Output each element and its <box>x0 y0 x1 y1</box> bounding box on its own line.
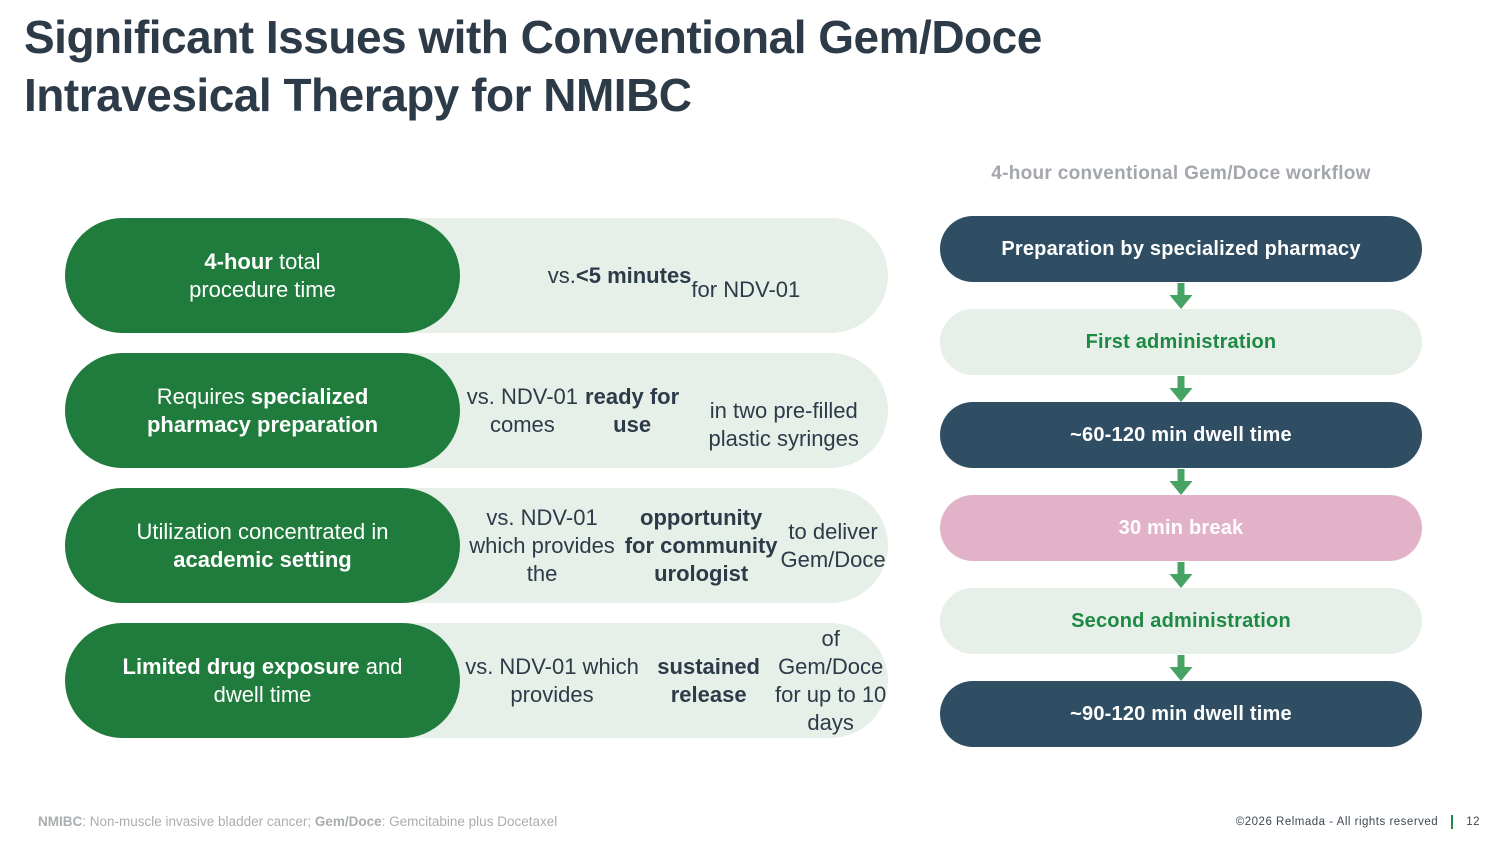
page-number: 12 <box>1466 816 1480 828</box>
issue-pill: 4-hour total procedure time <box>65 218 460 333</box>
workflow-step-label: Second administration <box>1071 609 1291 632</box>
comparison-row-1: 4-hour total procedure time vs. <5 minut… <box>65 218 888 333</box>
issue-text: Limited drug exposure and dwell time <box>122 653 403 707</box>
workflow-step-5: Second administration <box>940 588 1422 681</box>
comparison-row-4: Limited drug exposure and dwell time vs.… <box>65 623 888 738</box>
workflow-step-6: ~90-120 min dwell time <box>940 681 1422 747</box>
slide-title: Significant Issues with Conventional Gem… <box>24 11 1042 121</box>
arrow-down-icon <box>1168 654 1194 681</box>
issue-pill: Requires specialized pharmacy preparatio… <box>65 353 460 468</box>
issue-text: Requires specialized pharmacy preparatio… <box>146 383 379 437</box>
workflow-step-label: ~60-120 min dwell time <box>1070 423 1292 446</box>
workflow-step-label: Preparation by specialized pharmacy <box>1001 237 1361 260</box>
arrow-down-icon <box>1168 561 1194 588</box>
comparison-row-3: Utilization concentrated in academic set… <box>65 488 888 603</box>
ndv01-comparison-text: vs. NDV-01 which provides the opportunit… <box>469 504 886 586</box>
issue-pill: Limited drug exposure and dwell time <box>65 623 460 738</box>
footer-right: ©2026 Relmada - All rights reserved 12 <box>1236 815 1480 829</box>
footnote: NMIBC: Non-muscle invasive bladder cance… <box>38 814 558 829</box>
arrow-down-icon <box>1168 468 1194 495</box>
issue-text: 4-hour total procedure time <box>189 248 336 302</box>
workflow-step-3: ~60-120 min dwell time <box>940 402 1422 495</box>
comparison-list: 4-hour total procedure time vs. <5 minut… <box>65 218 888 738</box>
comparison-row-2: Requires specialized pharmacy preparatio… <box>65 353 888 468</box>
ndv01-comparison-text: vs. NDV-01 which provides sustained rele… <box>465 625 887 735</box>
issue-pill: Utilization concentrated in academic set… <box>65 488 460 603</box>
workflow-step-label: First administration <box>1085 330 1277 353</box>
workflow-step-label: 30 min break <box>1118 516 1244 539</box>
workflow-title: 4-hour conventional Gem/Doce workflow <box>991 163 1371 184</box>
workflow-panel: 4-hour conventional Gem/Doce workflow Pr… <box>940 163 1422 747</box>
footer-divider <box>1451 815 1454 829</box>
workflow-steps: Preparation by specialized pharmacy Firs… <box>940 216 1422 747</box>
issue-text: Utilization concentrated in academic set… <box>136 518 389 572</box>
workflow-step-1: Preparation by specialized pharmacy <box>940 216 1422 309</box>
workflow-step-2: First administration <box>940 309 1422 402</box>
arrow-down-icon <box>1168 375 1194 402</box>
arrow-down-icon <box>1168 282 1194 309</box>
workflow-step-4: 30 min break <box>940 495 1422 588</box>
ndv01-comparison-text: vs. NDV-01 comes ready for use in two pr… <box>466 383 859 451</box>
ndv01-comparison-text: vs. <5 minutes for NDV-01 <box>547 262 801 302</box>
workflow-step-label: ~90-120 min dwell time <box>1070 702 1292 725</box>
copyright-text: ©2026 Relmada - All rights reserved <box>1235 816 1439 828</box>
